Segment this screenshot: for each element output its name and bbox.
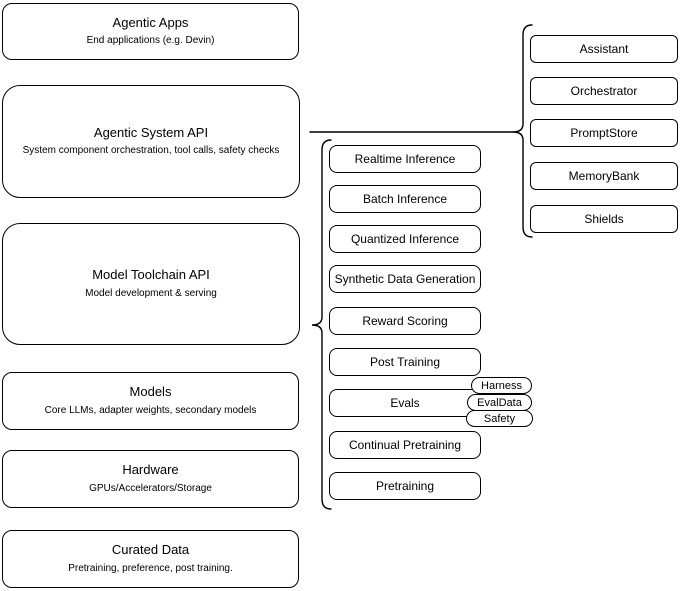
- node-hardware: Hardware GPUs/Accelerators/Storage: [2, 450, 299, 508]
- node-title: Model Toolchain API: [92, 267, 210, 283]
- node-title: Agentic System API: [93, 124, 209, 140]
- node-curated-data: Curated Data Pretraining, preference, po…: [2, 530, 299, 588]
- node-label: Harness: [481, 379, 522, 392]
- node-label: Assistant: [579, 42, 629, 56]
- node-subtitle: System component orchestration, tool cal…: [22, 145, 280, 157]
- node-agentic-system-api: Agentic System API System component orch…: [2, 85, 300, 198]
- node-title: Agentic Apps: [112, 14, 189, 30]
- node-orchestrator: Orchestrator: [530, 77, 678, 105]
- node-title: Curated Data: [111, 542, 190, 558]
- node-label: Safety: [483, 412, 516, 425]
- node-title: Hardware: [122, 462, 179, 478]
- node-label: PromptStore: [570, 126, 638, 140]
- node-label: Evals: [390, 396, 420, 410]
- node-label: Shields: [584, 212, 624, 226]
- node-title: Models: [129, 384, 172, 400]
- node-batch-inference: Batch Inference: [329, 185, 481, 213]
- node-synthetic-data-generation: Synthetic Data Generation: [329, 265, 481, 293]
- node-shields: Shields: [530, 205, 678, 233]
- node-label: Batch Inference: [362, 192, 448, 206]
- node-subtitle: GPUs/Accelerators/Storage: [89, 482, 212, 494]
- node-label: Pretraining: [375, 479, 435, 493]
- node-memorybank: MemoryBank: [530, 162, 678, 190]
- node-reward-scoring: Reward Scoring: [329, 307, 481, 335]
- node-label: Orchestrator: [570, 84, 638, 98]
- node-eval-harness: Harness: [471, 377, 532, 394]
- node-subtitle: End applications (e.g. Devin): [86, 35, 215, 47]
- node-assistant: Assistant: [530, 35, 678, 63]
- node-label: EvalData: [477, 396, 522, 409]
- node-label: Synthetic Data Generation: [334, 272, 476, 286]
- node-label: Quantized Inference: [350, 232, 460, 246]
- node-model-toolchain-api: Model Toolchain API Model development & …: [2, 223, 300, 345]
- node-evals: Evals: [329, 389, 481, 417]
- node-agentic-apps: Agentic Apps End applications (e.g. Devi…: [2, 3, 299, 60]
- node-label: Continual Pretraining: [348, 438, 462, 452]
- node-eval-evaldata: EvalData: [467, 394, 532, 411]
- node-post-training: Post Training: [329, 348, 481, 376]
- node-promptstore: PromptStore: [530, 119, 678, 147]
- node-models: Models Core LLMs, adapter weights, secon…: [2, 372, 299, 430]
- node-subtitle: Model development & serving: [85, 287, 217, 299]
- node-continual-pretraining: Continual Pretraining: [329, 431, 481, 459]
- node-pretraining: Pretraining: [329, 472, 481, 500]
- node-label: Realtime Inference: [354, 152, 456, 166]
- node-label: Post Training: [369, 355, 441, 369]
- node-realtime-inference: Realtime Inference: [329, 145, 481, 173]
- node-label: Reward Scoring: [362, 314, 448, 328]
- node-quantized-inference: Quantized Inference: [329, 225, 481, 253]
- node-label: MemoryBank: [568, 169, 640, 183]
- node-subtitle: Pretraining, preference, post training.: [68, 562, 233, 574]
- node-subtitle: Core LLMs, adapter weights, secondary mo…: [44, 404, 257, 416]
- node-eval-safety: Safety: [466, 410, 533, 427]
